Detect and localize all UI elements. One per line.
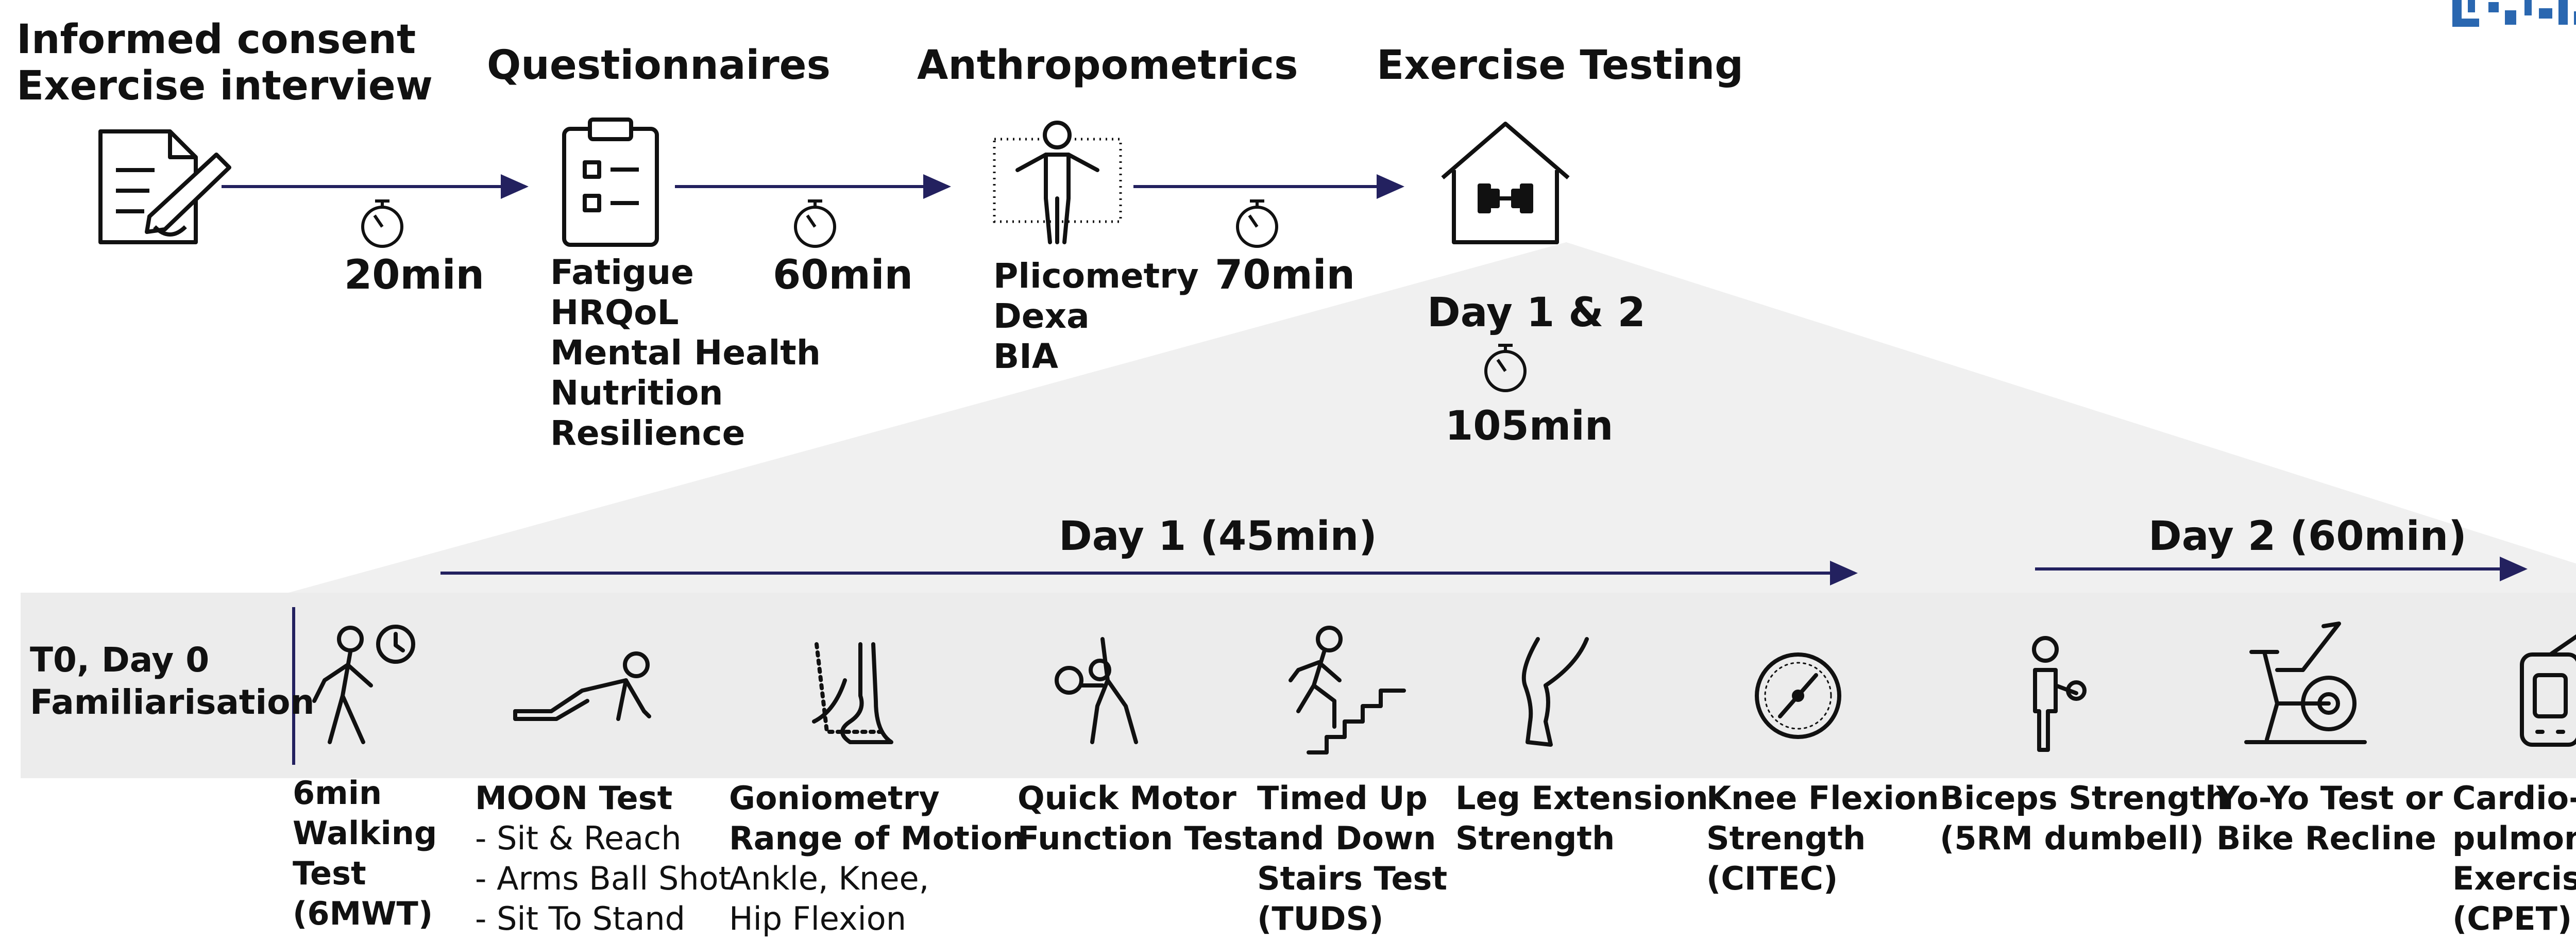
stage-title-line: Informed consent (16, 16, 416, 63)
test-line: Knee Flexion (1706, 779, 1939, 817)
foot-angle-icon (812, 642, 893, 744)
list-item: Resilience (550, 413, 745, 453)
test-line: Leg Extension (1455, 779, 1708, 817)
test-line: pulmonary (2452, 819, 2576, 857)
qr-code-icon (2452, 0, 2576, 27)
anthropometrics-list: Plicometry Dexa BIA (993, 256, 1199, 377)
test-line: Strength (1455, 819, 1615, 857)
test-line: (TUDS) (1257, 900, 1384, 937)
stage-title-consent: Informed consent Exercise interview (16, 20, 433, 106)
test-sub-line: - Arms Ball Shot (475, 860, 731, 897)
body-scan-icon (993, 121, 1122, 244)
testing-days-label: Day 1 & 2 (1427, 290, 1646, 336)
walking-clock-icon (312, 625, 415, 744)
list-item: Fatigue (550, 253, 694, 292)
clipboard-checklist-icon (562, 118, 659, 247)
test-label-tuds: Timed Up and Down Stairs Test (TUDS) (1257, 778, 1447, 939)
test-line: Yo-Yo Test or (2216, 779, 2443, 817)
stage-title-anthropometrics: Anthropometrics (917, 42, 1298, 89)
test-line: Strength (1706, 819, 1866, 857)
test-line: Bike Recline (2216, 819, 2436, 857)
test-label-cpet: Cardio- pulmonary Exercise Test (CPET) (2452, 778, 2576, 939)
test-line: Exercise Test (2452, 860, 2576, 897)
crawling-person-icon (513, 651, 651, 721)
list-item: HRQoL (550, 293, 679, 332)
test-line: Biceps Strength (1940, 779, 2228, 817)
list-item: Plicometry (993, 256, 1199, 296)
dumbbell-person-icon (2032, 636, 2087, 752)
t0-line: T0, Day 0 (30, 640, 210, 680)
test-line: (CPET) (2452, 900, 2572, 937)
day1-label: Day 1 (45min) (1059, 513, 1377, 560)
duration-label: 70min (1215, 252, 1355, 298)
test-label-knee-flexion: Knee Flexion Strength (CITEC) (1706, 778, 1939, 899)
duration-label: 60min (773, 252, 913, 298)
document-pen-icon (98, 129, 231, 244)
stopwatch-icon (794, 199, 836, 248)
list-item: Dexa (993, 296, 1090, 336)
test-line: Quick Motor (1018, 779, 1236, 817)
test-line: Function Test (1018, 819, 1258, 857)
gym-house-icon (1441, 122, 1570, 244)
leg-icon (1521, 637, 1589, 747)
dynamometer-icon (1755, 652, 1841, 739)
test-line: Timed Up (1257, 779, 1428, 817)
test-line: Cardio- (2452, 779, 2576, 817)
test-sub-line: Ankle, Knee, (729, 860, 929, 897)
questionnaire-list: Fatigue HRQoL Mental Health Nutrition Re… (550, 253, 821, 454)
stage-title-line: Exercise interview (16, 63, 433, 109)
test-label-goniometry: Goniometry Range of Motion Ankle, Knee, … (729, 778, 1025, 939)
test-label-moon: MOON Test - Sit & Reach - Arms Ball Shot… (475, 778, 731, 939)
test-line: Range of Motion (729, 819, 1025, 857)
t0-line: Familiarisation (30, 682, 315, 722)
test-line: (5RM dumbell) (1940, 819, 2204, 857)
stopwatch-icon (1484, 344, 1527, 392)
test-label-biceps: Biceps Strength (5RM dumbell) (1940, 778, 2228, 859)
test-line: (6MWT) (293, 895, 433, 932)
test-label-leg-extension: Leg Extension Strength (1455, 778, 1708, 859)
test-line: Walking (293, 814, 437, 852)
test-sub-line: - Sit To Stand (475, 900, 685, 937)
exercise-bike-icon (2244, 622, 2367, 744)
test-sub-line: Hip Flexion (729, 900, 906, 937)
stage-title-questionnaires: Questionnaires (487, 42, 831, 89)
test-label-yoyo: Yo-Yo Test or Bike Recline (2216, 778, 2443, 859)
stopwatch-icon (361, 199, 403, 248)
stretching-ball-icon (1055, 637, 1138, 744)
list-item: BIA (993, 337, 1058, 376)
test-line: Goniometry (729, 779, 940, 817)
test-sub-line: - Sit & Reach (475, 819, 682, 857)
day2-label: Day 2 (60min) (2148, 513, 2467, 560)
stairs-climbing-icon (1289, 626, 1406, 754)
t0-label: T0, Day 0 Familiarisation (30, 639, 314, 724)
test-line: Stairs Test (1257, 860, 1448, 897)
test-line: 6min (293, 774, 382, 812)
test-line: and Down (1257, 819, 1436, 857)
duration-label: 20min (344, 252, 485, 298)
test-line: Test (293, 854, 366, 892)
stage-title-exercise-testing: Exercise Testing (1377, 42, 1743, 89)
test-band (21, 593, 2576, 778)
list-item: Mental Health (550, 333, 821, 373)
testing-duration: 105min (1445, 403, 1614, 449)
spirometer-icon (2520, 634, 2576, 747)
test-line: MOON Test (475, 779, 673, 817)
zoom-triangle (289, 242, 2576, 593)
list-item: Nutrition (550, 373, 723, 413)
stopwatch-icon (1236, 199, 1278, 248)
test-label-quick-motor: Quick Motor Function Test (1018, 778, 1258, 859)
test-label-6mwt: 6min Walking Test (6MWT) (293, 773, 437, 934)
test-line: (CITEC) (1706, 860, 1838, 897)
